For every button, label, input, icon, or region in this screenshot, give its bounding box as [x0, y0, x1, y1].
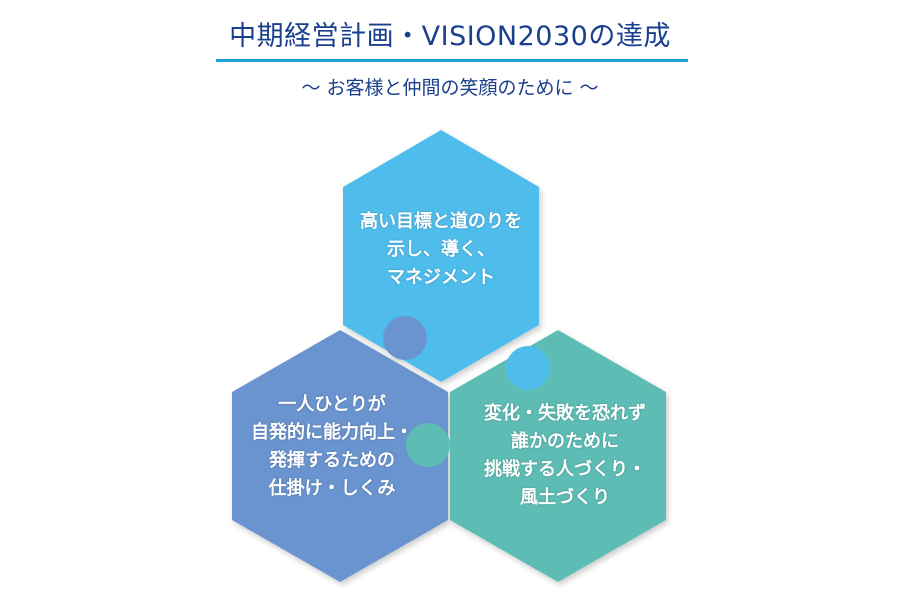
- top-piece-text: 高い目標と道のりを 示し、導く、 マネジメント: [341, 208, 541, 292]
- right-hexagon: [450, 330, 666, 582]
- text-line: 示し、導く、: [387, 239, 495, 260]
- text-line: 誰かのために: [511, 431, 619, 452]
- left-piece-text: 一人ひとりが 自発的に能力向上・ 発揮するための 仕掛け・しくみ: [232, 391, 432, 503]
- top-knob: [506, 346, 550, 390]
- text-line: 発揮するための: [269, 450, 395, 471]
- text-line: 変化・失敗を恐れず: [484, 403, 646, 424]
- page-title: 中期経営計画・VISION2030の達成: [229, 21, 671, 52]
- right-piece-text: 変化・失敗を恐れず 誰かのために 挑戦する人づくり・ 風土づくり: [465, 400, 665, 512]
- text-line: 一人ひとりが: [278, 394, 386, 415]
- text-line: 風土づくり: [520, 487, 610, 508]
- page-subtitle: ～ お客様と仲間の笑顔のために ～: [301, 77, 599, 99]
- title-divider: [216, 59, 688, 62]
- text-line: 仕掛け・しくみ: [268, 478, 396, 499]
- text-line: 挑戦する人づくり・: [484, 459, 646, 480]
- right-knob: [406, 423, 450, 467]
- text-line: 自発的に能力向上・: [251, 422, 413, 443]
- text-line: 高い目標と道のりを: [360, 211, 522, 232]
- top-hexagon: [343, 130, 539, 382]
- left-knob: [383, 316, 427, 360]
- text-line: マネジメント: [387, 267, 495, 288]
- left-hexagon: [232, 330, 448, 582]
